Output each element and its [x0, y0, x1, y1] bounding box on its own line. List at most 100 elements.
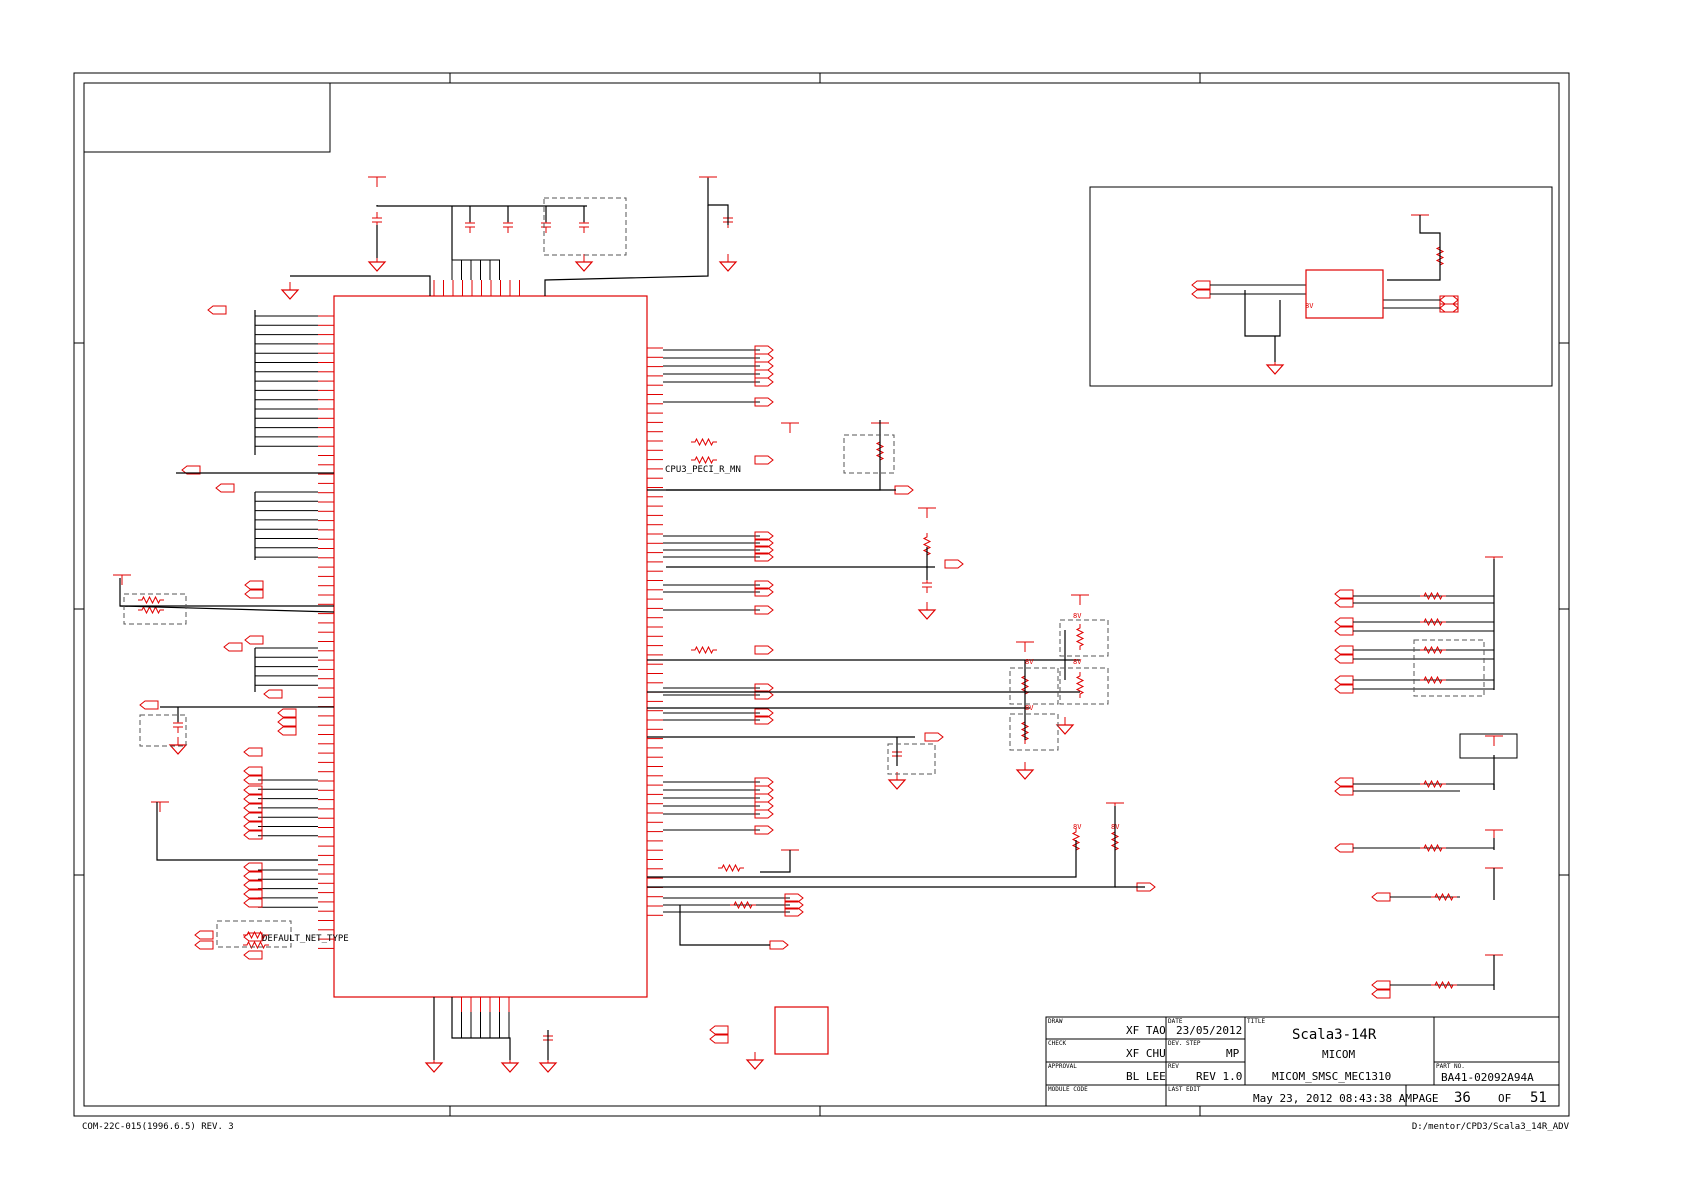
- ground-symbol: [500, 1062, 520, 1073]
- approval-label: APPROVAL: [1048, 1063, 1077, 1070]
- resistor: [1420, 617, 1446, 627]
- port-connector: [784, 907, 804, 917]
- resistor: [1075, 672, 1085, 698]
- page-label: PAGE: [1412, 1092, 1439, 1105]
- page-value: 36: [1454, 1090, 1471, 1106]
- resistor: [1075, 624, 1085, 650]
- port-connector: [223, 642, 243, 652]
- net-label-default: DEFAULT_NET_TYPE: [262, 934, 349, 944]
- port-connector: [207, 305, 227, 315]
- port-connector: [754, 809, 774, 819]
- resistor: [1420, 675, 1446, 685]
- port-connector: [243, 785, 263, 795]
- port-connector: [754, 605, 774, 615]
- port-connector: [243, 880, 263, 890]
- port-connector: [754, 397, 774, 407]
- resistor: [138, 605, 164, 615]
- port-connector: [754, 552, 774, 562]
- resistor: [1420, 779, 1446, 789]
- dev-step-label: DEV. STEP: [1168, 1040, 1201, 1047]
- dashed-groups: [123, 197, 1485, 948]
- port-connector: [1439, 295, 1459, 305]
- port-connector: [754, 587, 774, 597]
- mcu-bottom-pins: [451, 997, 510, 1038]
- port-connector: [754, 825, 774, 835]
- port-connector: [244, 580, 264, 590]
- part-no-value: BA41-02092A94A: [1441, 1071, 1534, 1084]
- ground-symbol: [887, 779, 907, 790]
- port-connector: [924, 732, 944, 742]
- draw-label: DRAW: [1048, 1018, 1063, 1025]
- port-connector: [709, 1025, 729, 1035]
- port-connector: [263, 689, 283, 699]
- port-connector: [754, 369, 774, 379]
- port-connector: [1371, 989, 1391, 999]
- port-connector: [1334, 598, 1354, 608]
- port-connector: [1136, 882, 1156, 892]
- module-code-label: MODULE CODE: [1048, 1086, 1088, 1093]
- port-connector: [1334, 843, 1354, 853]
- resistor-mark: 8V: [1073, 612, 1082, 620]
- last-edit-value: May 23, 2012 08:43:38 AM: [1253, 1092, 1412, 1105]
- resistor-mark: 8V: [1025, 658, 1034, 666]
- port-connector: [754, 645, 774, 655]
- ground-symbol: [538, 1062, 558, 1073]
- mcu-left-pins: [255, 315, 334, 949]
- port-connector: [754, 777, 774, 787]
- port-connector: [194, 940, 214, 950]
- rev-value: REV 1.0: [1196, 1070, 1242, 1083]
- check-label: CHECK: [1048, 1040, 1066, 1047]
- check-value: XF CHU: [1126, 1047, 1166, 1060]
- schematic-symbols: [113, 176, 1503, 1073]
- date-label: DATE: [1168, 1018, 1183, 1025]
- ground-symbol: [745, 1059, 765, 1070]
- port-connector: [1334, 626, 1354, 636]
- subcircuit-box: [1089, 186, 1553, 387]
- port-connector: [1191, 280, 1211, 290]
- port-connector: [243, 898, 263, 908]
- mcu-top-pins: [433, 259, 520, 296]
- ground-symbol: [574, 261, 594, 272]
- ground-symbol: [280, 289, 300, 300]
- port-connector: [769, 940, 789, 950]
- port-connector: [894, 485, 914, 495]
- approval-value: BL LEE: [1126, 1070, 1166, 1083]
- port-connector: [277, 717, 297, 727]
- resistor-mark: 8V: [1111, 823, 1120, 831]
- resistor: [691, 645, 717, 655]
- port-connector: [243, 871, 263, 881]
- rev-label: REV: [1168, 1063, 1179, 1070]
- port-connector: [754, 345, 774, 355]
- port-connector: [1334, 654, 1354, 664]
- footer-left: COM-22C-015(1996.6.5) REV. 3: [82, 1122, 234, 1132]
- port-connector: [754, 690, 774, 700]
- resistor: [1420, 645, 1446, 655]
- ground-symbol: [917, 609, 937, 620]
- port-connector: [215, 483, 235, 493]
- draw-value: XF TAO: [1126, 1024, 1166, 1037]
- port-connector: [243, 766, 263, 776]
- resistor: [730, 900, 756, 910]
- resistor: [922, 533, 932, 559]
- port-connector: [243, 821, 263, 831]
- jumper-box-right: [1459, 733, 1518, 759]
- part-no-label: PART NO.: [1436, 1063, 1465, 1070]
- port-connector: [1439, 303, 1459, 313]
- port-connector: [243, 889, 263, 899]
- port-connector: [194, 930, 214, 940]
- port-connector: [277, 726, 297, 736]
- resistor-mark: 8V: [1025, 704, 1034, 712]
- port-connector: [1334, 777, 1354, 787]
- resistor-mark: 8V: [1305, 302, 1314, 310]
- dev-step-value: MP: [1226, 1047, 1240, 1060]
- port-connector: [243, 830, 263, 840]
- resistor: [1431, 980, 1457, 990]
- port-connector: [243, 812, 263, 822]
- resistor: [138, 595, 164, 605]
- port-connector: [754, 785, 774, 795]
- port-connector: [244, 635, 264, 645]
- resistor: [243, 940, 269, 950]
- port-connector: [243, 803, 263, 813]
- resistor: [1420, 591, 1446, 601]
